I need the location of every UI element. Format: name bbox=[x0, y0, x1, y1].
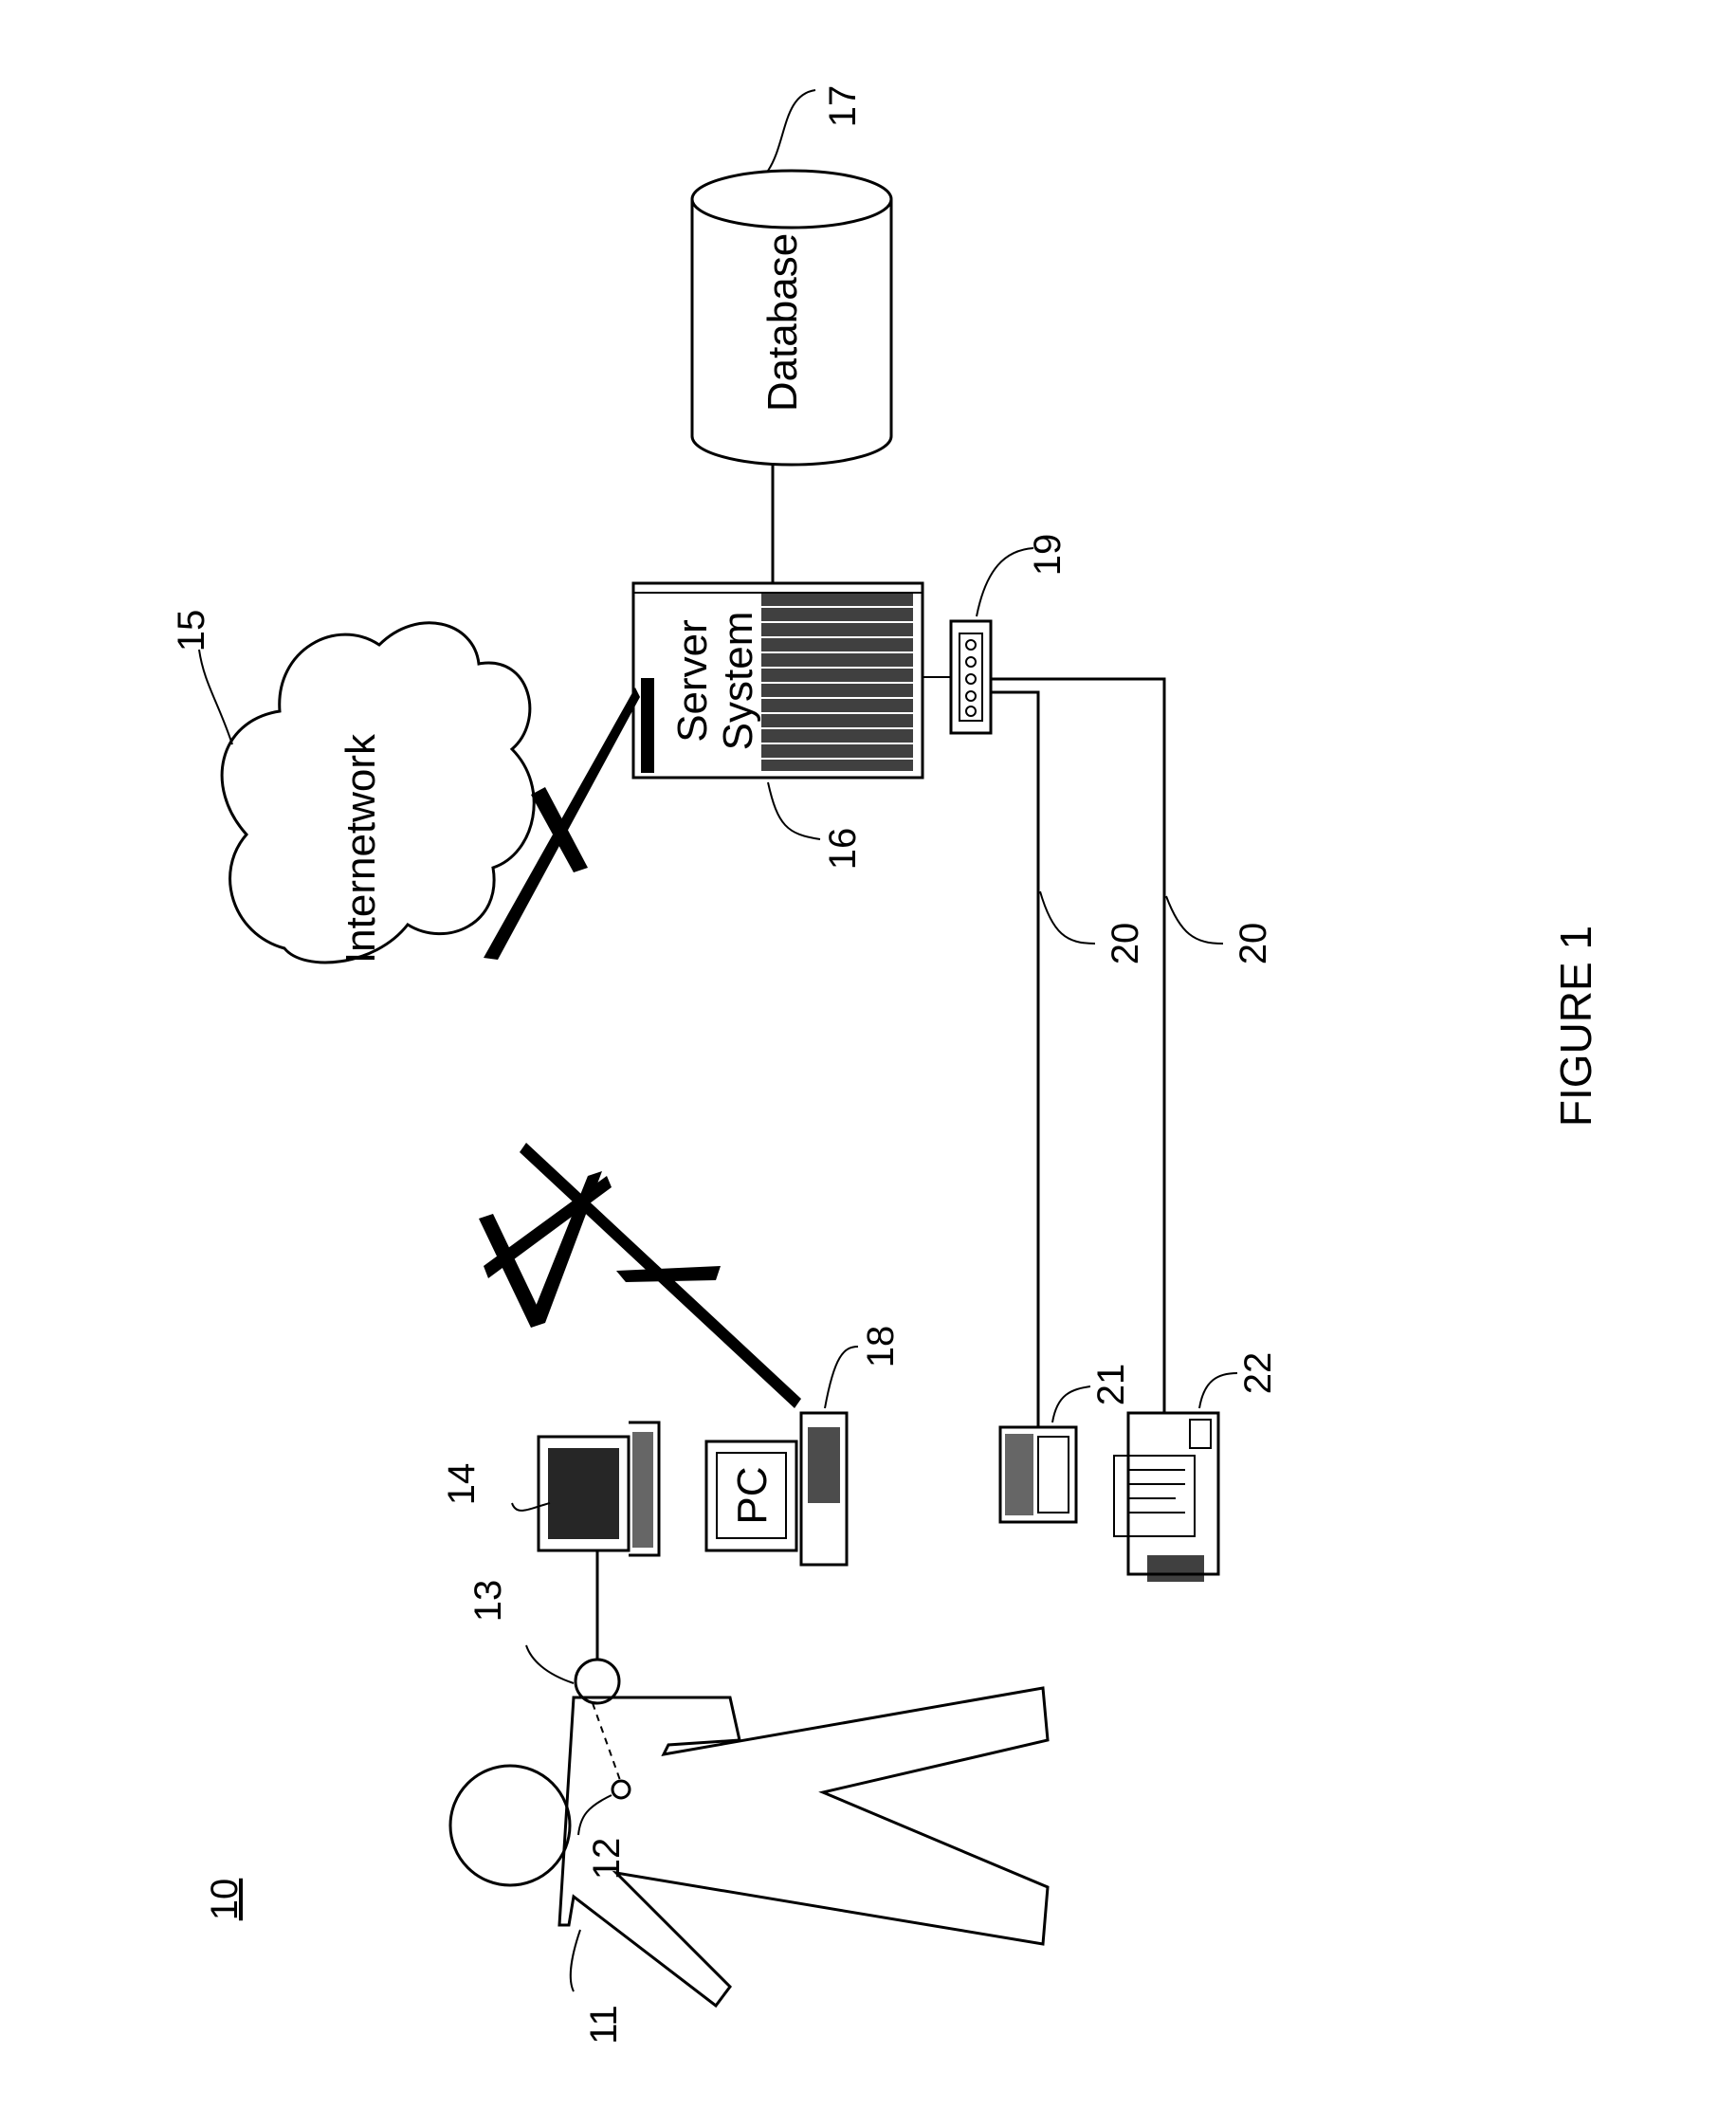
patient-ref-leader bbox=[571, 1930, 580, 1991]
phone-line-b-ref: 20 bbox=[1233, 923, 1274, 965]
modem-ref-leader bbox=[977, 548, 1033, 616]
implant-ref: 12 bbox=[586, 1838, 628, 1880]
phone-line-a bbox=[991, 692, 1038, 1427]
phone-line-a-ref: 20 bbox=[1105, 923, 1146, 965]
system-ref: 10 bbox=[204, 1879, 246, 1921]
figure-caption: FIGURE 1 bbox=[1551, 926, 1600, 1127]
telephone bbox=[1000, 1427, 1076, 1522]
internetwork-label: Internetwork bbox=[338, 733, 384, 963]
patient-ref: 11 bbox=[583, 2005, 625, 2045]
patient-figure bbox=[450, 1688, 1048, 2006]
cloud-pc-bolt bbox=[616, 1266, 721, 1282]
fax-ref-leader bbox=[1199, 1373, 1237, 1408]
personal-computer: PC bbox=[706, 1413, 847, 1565]
modem-ref: 19 bbox=[1027, 534, 1069, 577]
fax-machine bbox=[1114, 1413, 1218, 1582]
server-label-line1: Server bbox=[669, 619, 716, 743]
phone-line-a-ref-leader bbox=[1040, 891, 1095, 944]
database-ref: 17 bbox=[822, 85, 864, 128]
internetwork-ref-leader bbox=[199, 650, 232, 744]
server-ref-leader bbox=[768, 782, 820, 839]
implant bbox=[612, 1781, 630, 1798]
pc-ref: 18 bbox=[860, 1326, 902, 1368]
telephone-ref: 21 bbox=[1090, 1364, 1132, 1406]
database-ref-leader bbox=[768, 90, 815, 171]
cloud-laptop-link-b bbox=[484, 1176, 612, 1278]
modem bbox=[951, 621, 991, 733]
database-cylinder: Database bbox=[692, 171, 891, 465]
database-label: Database bbox=[759, 233, 806, 412]
pc-label: PC bbox=[729, 1466, 776, 1524]
laptop bbox=[539, 1422, 659, 1555]
fax-ref: 22 bbox=[1237, 1352, 1279, 1395]
server-ref: 16 bbox=[822, 828, 864, 871]
implant-sensor-dashed-link bbox=[593, 1703, 621, 1783]
server-system: Server System bbox=[633, 583, 923, 778]
telephone-ref-leader bbox=[1052, 1386, 1090, 1422]
phone-line-b bbox=[991, 679, 1164, 1413]
internetwork-cloud: Internetwork bbox=[222, 623, 534, 963]
internetwork-ref: 15 bbox=[171, 610, 212, 652]
laptop-ref-leader bbox=[512, 1503, 550, 1511]
server-label-line2: System bbox=[715, 612, 761, 751]
phone-line-b-ref-leader bbox=[1166, 896, 1223, 944]
implant-ref-leader bbox=[578, 1795, 612, 1835]
pc-ref-leader bbox=[825, 1347, 858, 1408]
sensor-ref-leader bbox=[526, 1645, 574, 1683]
sensor-ref: 13 bbox=[467, 1580, 509, 1623]
laptop-ref: 14 bbox=[441, 1463, 483, 1506]
